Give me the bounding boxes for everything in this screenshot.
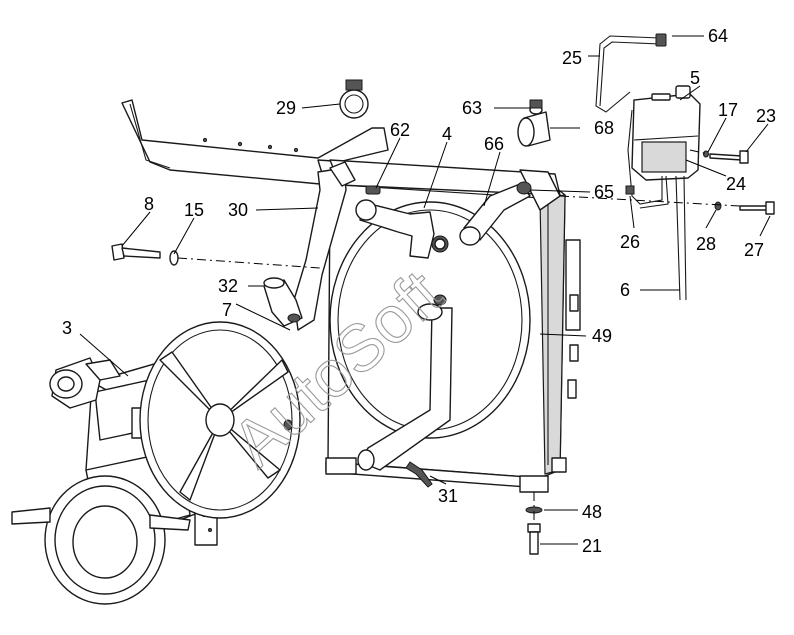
callout-6: 6 <box>620 280 630 300</box>
callout-4: 4 <box>442 124 452 144</box>
callout-23: 23 <box>756 106 776 126</box>
hose-30 <box>293 161 356 331</box>
hose-clamp-29 <box>339 79 369 119</box>
axis-line-bolt-8 <box>177 257 321 269</box>
washer-17 <box>703 150 709 158</box>
hose-clamp-65 <box>516 181 532 195</box>
bolt-23 <box>709 150 749 164</box>
callout-64: 64 <box>708 26 728 46</box>
expansion-tank <box>631 85 701 181</box>
vent-pipe-25 <box>595 33 667 113</box>
lower-hose-31 <box>357 294 453 488</box>
callout-25: 25 <box>562 48 582 68</box>
hose-66 <box>459 169 561 246</box>
callout-3: 3 <box>62 318 72 338</box>
engine-fan <box>139 321 301 519</box>
callout-8: 8 <box>144 194 154 214</box>
overflow-pipe-6 <box>675 175 687 301</box>
callout-31: 31 <box>438 486 458 506</box>
callout-48: 48 <box>582 502 602 522</box>
callout-27: 27 <box>744 240 764 260</box>
turbocharger <box>49 357 121 409</box>
callout-26: 26 <box>620 232 640 252</box>
callout-7: 7 <box>222 300 232 320</box>
callout-65: 65 <box>594 182 614 202</box>
callout-63: 63 <box>462 98 482 118</box>
callout-32: 32 <box>218 276 238 296</box>
hose-clamp-63 <box>529 99 543 115</box>
bolt-8 <box>111 243 161 261</box>
axis-line-bolt-23 <box>689 149 709 155</box>
callout-62: 62 <box>390 120 410 140</box>
hose-clamp-62 <box>365 185 381 195</box>
hose-sleeve-68 <box>517 111 551 147</box>
callout-21: 21 <box>582 536 602 556</box>
callout-17: 17 <box>718 100 738 120</box>
callout-28: 28 <box>696 234 716 254</box>
bolt-21 <box>527 523 541 555</box>
axis-line-bolt-27 <box>559 195 741 207</box>
callout-30: 30 <box>228 200 248 220</box>
callout-68: 68 <box>594 118 614 138</box>
leader-lines <box>79 35 771 545</box>
callout-29: 29 <box>276 98 296 118</box>
callout-5: 5 <box>690 68 700 88</box>
washer-28 <box>714 201 722 211</box>
callout-labels: 3 4 5 6 7 8 15 17 21 23 24 25 26 27 28 2… <box>62 26 776 556</box>
elbow-hose-32 <box>263 277 303 327</box>
callout-66: 66 <box>484 134 504 154</box>
bolt-27 <box>739 201 775 215</box>
callout-15: 15 <box>184 200 204 220</box>
callout-49: 49 <box>592 326 612 346</box>
upper-hose-4 <box>355 199 449 259</box>
callout-24: 24 <box>726 174 746 194</box>
